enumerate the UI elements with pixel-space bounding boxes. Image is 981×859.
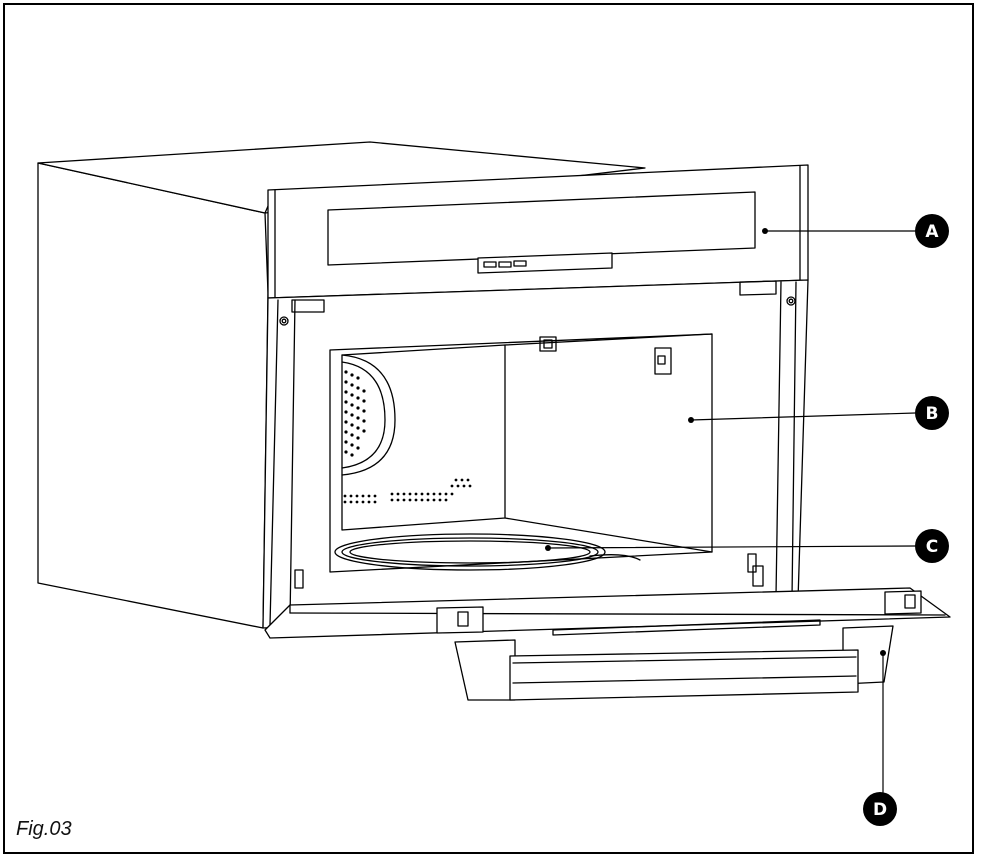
callout-c: C <box>915 529 949 563</box>
oven-cavity <box>329 333 713 573</box>
door-handle <box>454 625 894 701</box>
figure-caption: Fig.03 <box>16 818 72 840</box>
callout-c-label: C <box>926 537 938 557</box>
callout-d-badge <box>863 792 897 826</box>
callout-a: A <box>915 214 949 248</box>
callout-a-label: A <box>925 222 939 242</box>
door-hinges <box>294 553 764 589</box>
callout-b: B <box>915 396 949 430</box>
oven-side-panel <box>37 141 646 629</box>
callout-c-badge <box>915 529 949 563</box>
fan-vent-holes <box>344 370 366 457</box>
callout-a-badge <box>915 214 949 248</box>
callout-b-badge <box>915 396 949 430</box>
oven-door <box>264 587 951 639</box>
callout-d: D <box>863 792 897 826</box>
floor-vent-holes <box>343 478 472 504</box>
figure-frame <box>3 3 974 854</box>
callout-d-label: D <box>873 800 887 820</box>
callout-leaders <box>545 228 916 793</box>
turntable <box>334 533 641 571</box>
callout-b-label: B <box>926 404 939 424</box>
